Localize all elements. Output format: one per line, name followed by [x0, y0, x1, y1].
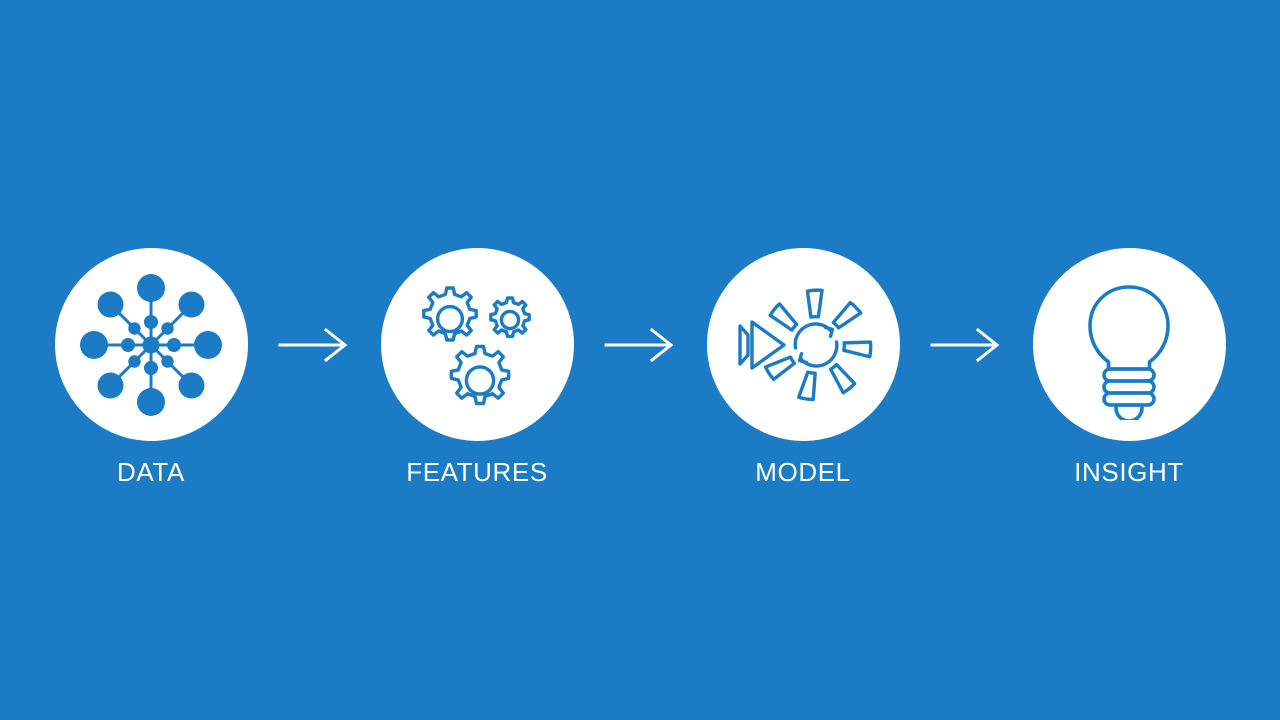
gears-icon	[422, 285, 531, 405]
stage-model-disc[interactable]	[706, 248, 900, 441]
stage-model-label: MODEL	[755, 457, 851, 487]
network-nodes-icon	[80, 273, 222, 416]
arrow-right-icon	[604, 327, 674, 362]
play-bar	[738, 323, 750, 366]
model-wheel-icon	[738, 287, 873, 401]
arrow-right-icon	[278, 327, 348, 362]
connector-model-to-insight	[901, 248, 1031, 441]
stage-features-label: FEATURES	[406, 457, 548, 487]
stage-features[interactable]: FEATURES	[379, 248, 575, 487]
pipeline-flow: DATA	[0, 248, 1280, 508]
play-triangle	[750, 319, 786, 370]
stage-model[interactable]: MODEL	[705, 248, 901, 487]
stage-insight-label: INSIGHT	[1074, 457, 1184, 487]
stage-data-label: DATA	[117, 457, 185, 487]
connector-features-to-model	[575, 248, 705, 441]
stage-features-disc[interactable]	[380, 248, 574, 441]
stage-insight-disc[interactable]	[1032, 248, 1226, 441]
stage-insight[interactable]: INSIGHT	[1031, 248, 1227, 487]
lightbulb-icon	[1088, 284, 1170, 420]
stage-data-disc[interactable]	[54, 248, 248, 441]
stage-data[interactable]: DATA	[53, 248, 249, 487]
arrow-right-icon	[930, 327, 1000, 362]
connector-data-to-features	[249, 248, 379, 441]
